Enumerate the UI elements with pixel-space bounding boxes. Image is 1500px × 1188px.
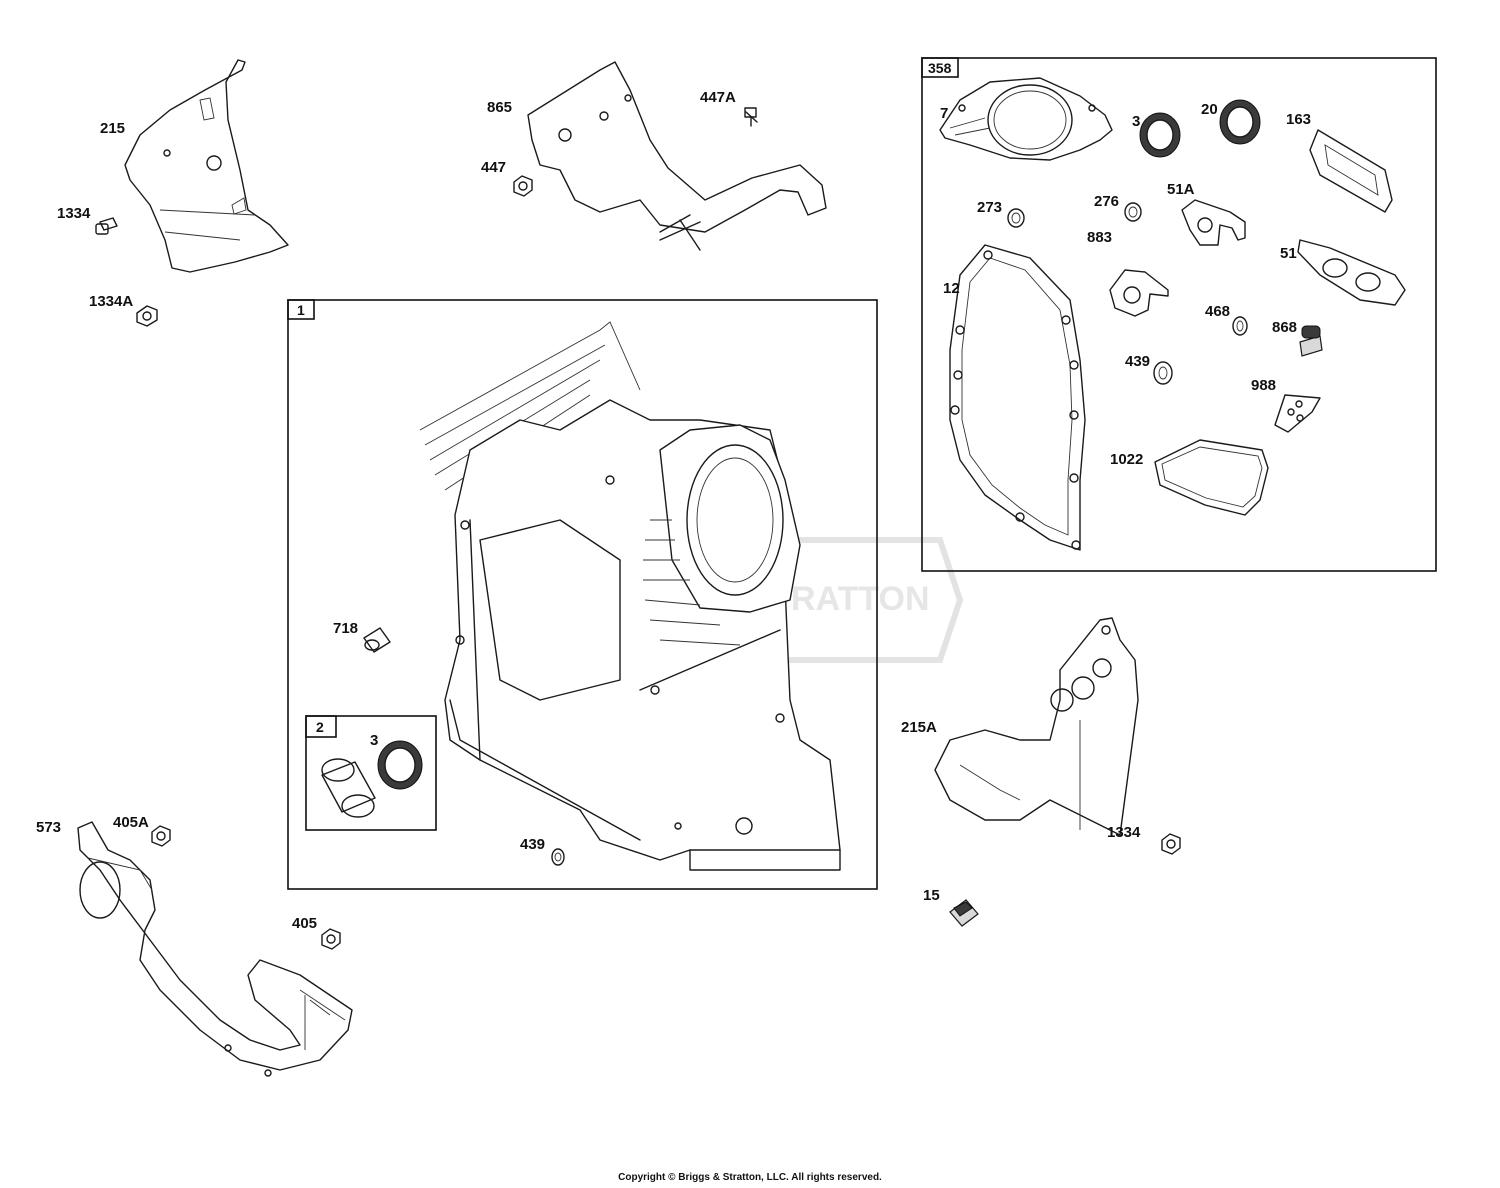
callout-1022: 1022 bbox=[1110, 451, 1143, 468]
callout-865: 865 bbox=[487, 99, 512, 116]
callout-718: 718 bbox=[333, 620, 358, 637]
callout-439-gasket: 439 bbox=[1125, 353, 1150, 370]
group-1-frame bbox=[287, 299, 878, 890]
part-868-valve-seal[interactable] bbox=[1299, 325, 1323, 357]
callout-447: 447 bbox=[481, 159, 506, 176]
part-405a-bolt[interactable] bbox=[151, 825, 171, 847]
part-3-oil-seal[interactable] bbox=[1139, 112, 1181, 158]
copyright-notice: Copyright © Briggs & Stratton, LLC. All … bbox=[618, 1172, 882, 1183]
part-276-washer[interactable] bbox=[1124, 202, 1142, 222]
group-358-frame bbox=[921, 57, 1437, 572]
callout-276: 276 bbox=[1094, 193, 1119, 210]
part-51a-gasket[interactable] bbox=[1181, 199, 1246, 246]
callout-573: 573 bbox=[36, 819, 61, 836]
part-215a-shield[interactable] bbox=[934, 617, 1139, 836]
callout-7: 7 bbox=[940, 105, 948, 122]
callout-12: 12 bbox=[943, 280, 960, 297]
callout-405: 405 bbox=[292, 915, 317, 932]
group-358-tag bbox=[921, 57, 959, 78]
part-163-gasket[interactable] bbox=[1309, 129, 1393, 213]
callout-1334-right: 1334 bbox=[1107, 824, 1141, 841]
callout-988: 988 bbox=[1251, 377, 1276, 394]
part-2-bushing[interactable] bbox=[321, 758, 376, 818]
part-883-gasket[interactable] bbox=[1109, 269, 1169, 317]
group-1-label: 1 bbox=[297, 302, 305, 318]
part-988-gasket[interactable] bbox=[1274, 394, 1321, 433]
callout-3-gasket: 3 bbox=[1132, 113, 1140, 130]
part-3-oil-seal-kit[interactable] bbox=[377, 740, 423, 790]
part-12-crankcase-gasket[interactable] bbox=[949, 244, 1086, 551]
callout-439-main: 439 bbox=[520, 836, 545, 853]
group-1-tag bbox=[287, 299, 315, 320]
part-1334a-bolt[interactable] bbox=[136, 305, 158, 327]
part-7-head-gasket[interactable] bbox=[939, 77, 1113, 161]
callout-273: 273 bbox=[977, 199, 1002, 216]
part-468-washer[interactable] bbox=[1232, 316, 1248, 336]
part-1-crankcase[interactable] bbox=[419, 321, 841, 871]
callout-163: 163 bbox=[1286, 111, 1311, 128]
part-439-washer-gasket[interactable] bbox=[1153, 361, 1173, 385]
part-447-bolt[interactable] bbox=[513, 175, 533, 197]
part-1334-bolt-right[interactable] bbox=[1161, 833, 1181, 855]
part-215-shield[interactable] bbox=[124, 59, 289, 273]
part-439-washer-main[interactable] bbox=[551, 848, 565, 866]
part-1022-gasket[interactable] bbox=[1154, 439, 1269, 516]
callout-51a: 51A bbox=[1167, 181, 1195, 198]
group-2-frame bbox=[305, 715, 437, 831]
callout-51: 51 bbox=[1280, 245, 1297, 262]
callout-883: 883 bbox=[1087, 229, 1112, 246]
callout-868: 868 bbox=[1272, 319, 1297, 336]
callout-468: 468 bbox=[1205, 303, 1230, 320]
part-405-bolt[interactable] bbox=[321, 928, 341, 950]
part-20-oil-seal[interactable] bbox=[1219, 99, 1261, 145]
part-718-dowel[interactable] bbox=[363, 627, 391, 653]
part-1334-bolt-top[interactable] bbox=[95, 217, 118, 235]
callout-215: 215 bbox=[100, 120, 125, 137]
group-358-label: 358 bbox=[928, 60, 952, 76]
part-573-blower-housing[interactable] bbox=[77, 821, 353, 1077]
callout-447a: 447A bbox=[700, 89, 736, 106]
callout-215a: 215A bbox=[901, 719, 937, 736]
part-51-gasket[interactable] bbox=[1297, 239, 1406, 306]
callout-1334a: 1334A bbox=[89, 293, 133, 310]
callout-1334-top: 1334 bbox=[57, 205, 91, 222]
callout-15: 15 bbox=[923, 887, 940, 904]
group-2-tag bbox=[305, 715, 337, 738]
callout-20: 20 bbox=[1201, 101, 1218, 118]
group-2-label: 2 bbox=[316, 719, 324, 735]
part-15-plug[interactable] bbox=[949, 899, 979, 927]
part-273-washer[interactable] bbox=[1007, 208, 1025, 228]
part-447a-bolt[interactable] bbox=[744, 107, 758, 127]
callout-3-kit: 3 bbox=[370, 732, 378, 749]
callout-405a: 405A bbox=[113, 814, 149, 831]
part-865-bracket[interactable] bbox=[527, 61, 827, 251]
